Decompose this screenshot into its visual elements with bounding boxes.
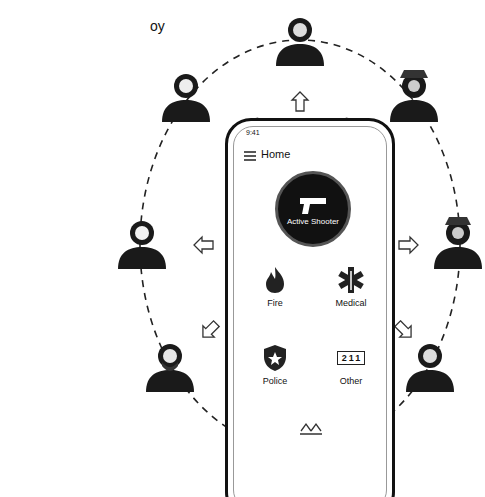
service-button: Police — [244, 343, 306, 403]
service-button: 211Other — [320, 343, 382, 403]
service-label: Other — [340, 376, 363, 386]
service-icon — [336, 265, 366, 295]
service-icon — [260, 265, 290, 295]
dial-icon: 211 — [337, 343, 366, 373]
nav-icon — [299, 421, 323, 437]
service-button: Fire — [244, 265, 306, 325]
phone-frame: HomeActive ShooterFire MedicalPolice 211Ot… — [225, 118, 395, 497]
clipped-text: oy — [150, 18, 165, 34]
service-label: Fire — [267, 298, 283, 308]
service-label: Medical — [335, 298, 366, 308]
menu-icon — [244, 151, 256, 161]
service-icon — [260, 343, 290, 373]
gun-icon — [296, 192, 330, 216]
alert-button: Active Shooter — [275, 171, 351, 247]
status-time: 9:41 — [246, 129, 260, 136]
service-button: Medical — [320, 265, 382, 325]
dial-digits: 211 — [337, 351, 366, 365]
screen-title: Home — [261, 148, 290, 160]
alert-label: Active Shooter — [283, 218, 343, 227]
service-label: Police — [263, 376, 288, 386]
